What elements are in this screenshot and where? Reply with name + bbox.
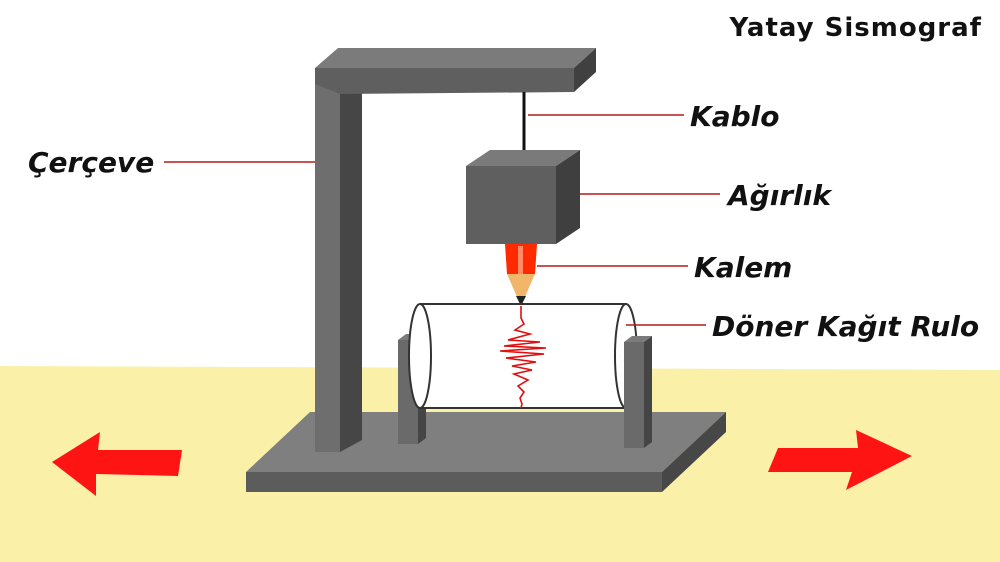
- label-weight: Ağırlık: [726, 179, 833, 212]
- drum-support-right: [624, 336, 652, 448]
- pointer-lines: [164, 114, 720, 326]
- frame-post: [315, 82, 362, 452]
- frame-arm: [315, 48, 596, 94]
- label-drum: Döner Kağıt Rulo: [712, 310, 979, 343]
- seismic-trace: [499, 306, 547, 409]
- label-cable: Kablo: [690, 100, 779, 133]
- label-frame: Çerçeve: [28, 146, 154, 179]
- base-plate: [246, 412, 726, 492]
- arrow-left-icon: [52, 432, 182, 496]
- diagram-title: Yatay Sismograf: [728, 13, 982, 43]
- weight-block: [466, 150, 580, 244]
- label-pen: Kalem: [694, 251, 792, 284]
- pen: [505, 244, 537, 306]
- arrow-right-icon: [768, 430, 912, 490]
